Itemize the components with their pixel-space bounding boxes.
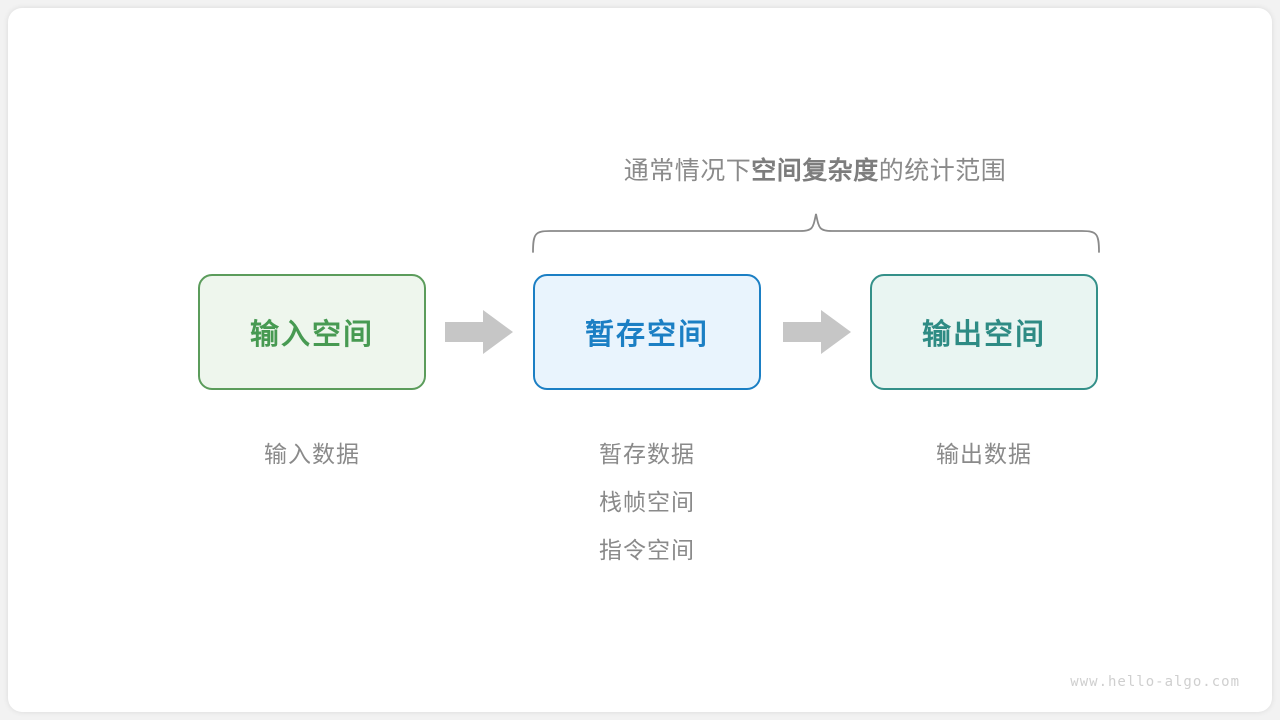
brace-caption-prefix: 通常情况下 [623, 157, 752, 185]
arrow-right-icon [445, 310, 513, 354]
box-temp-space: 暂存空间 [533, 274, 761, 390]
curly-brace-icon [532, 213, 1100, 253]
caption-column-input: 输入数据 [198, 430, 426, 478]
box-input-space: 输入空间 [198, 274, 426, 390]
brace-caption-suffix: 的统计范围 [878, 157, 1007, 185]
caption-line: 栈帧空间 [599, 489, 695, 515]
brace-caption-emphasis: 空间复杂度 [751, 157, 879, 185]
caption-line: 输入数据 [264, 441, 360, 467]
box-output-space-label: 输出空间 [921, 319, 1046, 351]
diagram-card: 通常情况下空间复杂度的统计范围 输入空间 暂存空间 输出空间 输入数据 暂存数据 [8, 8, 1272, 712]
box-temp-space-label: 暂存空间 [584, 319, 709, 351]
watermark: www.hello-algo.com [1070, 674, 1240, 690]
caption-line: 暂存数据 [599, 441, 695, 467]
box-input-space-label: 输入空间 [249, 319, 374, 351]
arrow-right-icon [783, 310, 851, 354]
caption-line: 输出数据 [936, 441, 1032, 467]
caption-line: 指令空间 [599, 537, 695, 563]
box-output-space: 输出空间 [870, 274, 1098, 390]
brace-caption: 通常情况下空间复杂度的统计范围 [532, 151, 1098, 187]
caption-column-temp: 暂存数据 栈帧空间 指令空间 [533, 430, 761, 574]
caption-column-output: 输出数据 [870, 430, 1098, 478]
